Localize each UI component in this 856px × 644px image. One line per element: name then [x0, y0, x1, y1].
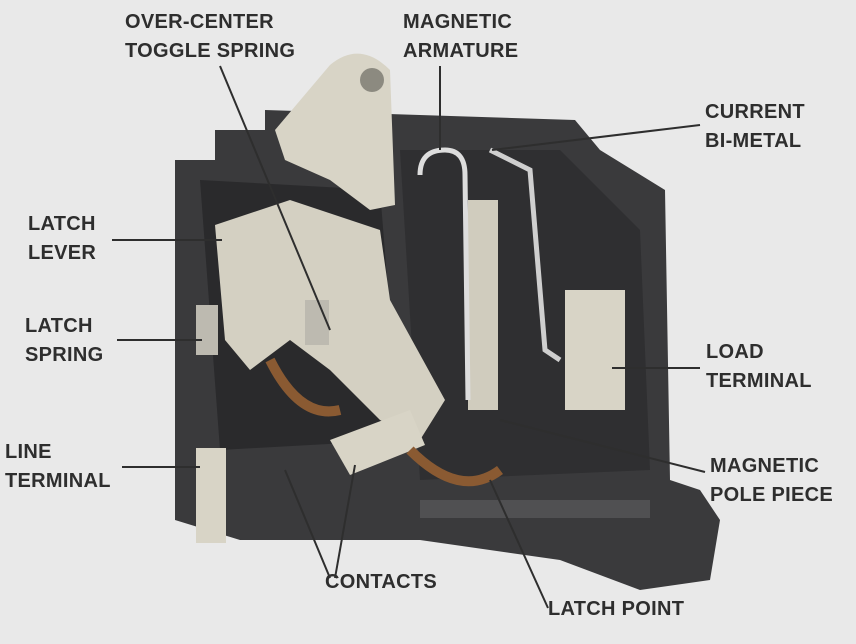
- label-current-bimetal: CURRENT BI-METAL: [705, 98, 805, 156]
- label-line: TERMINAL: [5, 470, 111, 492]
- label-magnetic-armature: MAGNETIC ARMATURE: [403, 8, 518, 66]
- label-line: TOGGLE SPRING: [125, 40, 296, 62]
- label-line: LOAD: [706, 341, 764, 363]
- label-line: POLE PIECE: [710, 484, 834, 506]
- copper-braid: [265, 357, 503, 487]
- label-line: LINE: [5, 441, 52, 463]
- label-line-terminal: LINE TERMINAL: [5, 438, 111, 496]
- label-load-terminal: LOAD TERMINAL: [706, 338, 812, 396]
- label-latch-spring: LATCH SPRING: [25, 312, 103, 370]
- label-line: BI-METAL: [705, 130, 802, 152]
- label-line: MAGNETIC: [710, 455, 820, 477]
- label-line: OVER-CENTER: [125, 11, 274, 33]
- label-magnetic-pole-piece: MAGNETIC POLE PIECE: [710, 452, 833, 510]
- label-latch-point: LATCH POINT: [548, 598, 685, 620]
- bimetal-and-armature: [417, 147, 562, 410]
- handle-and-latch: [196, 53, 625, 543]
- label-line: SPRING: [25, 344, 104, 366]
- label-line: MAGNETIC: [403, 11, 513, 33]
- label-line: LEVER: [28, 242, 97, 264]
- label-contacts: CONTACTS: [325, 571, 438, 593]
- label-line: TERMINAL: [706, 370, 812, 392]
- label-line: ARMATURE: [403, 40, 519, 62]
- label-latch-lever: LATCH LEVER: [28, 210, 96, 268]
- label-line: CURRENT: [705, 101, 805, 123]
- label-toggle-spring: OVER-CENTER TOGGLE SPRING: [125, 8, 295, 66]
- label-line: LATCH: [28, 213, 96, 235]
- leader-lines: [112, 65, 706, 609]
- label-line: LATCH: [25, 315, 93, 337]
- toggle-spring: [196, 300, 329, 355]
